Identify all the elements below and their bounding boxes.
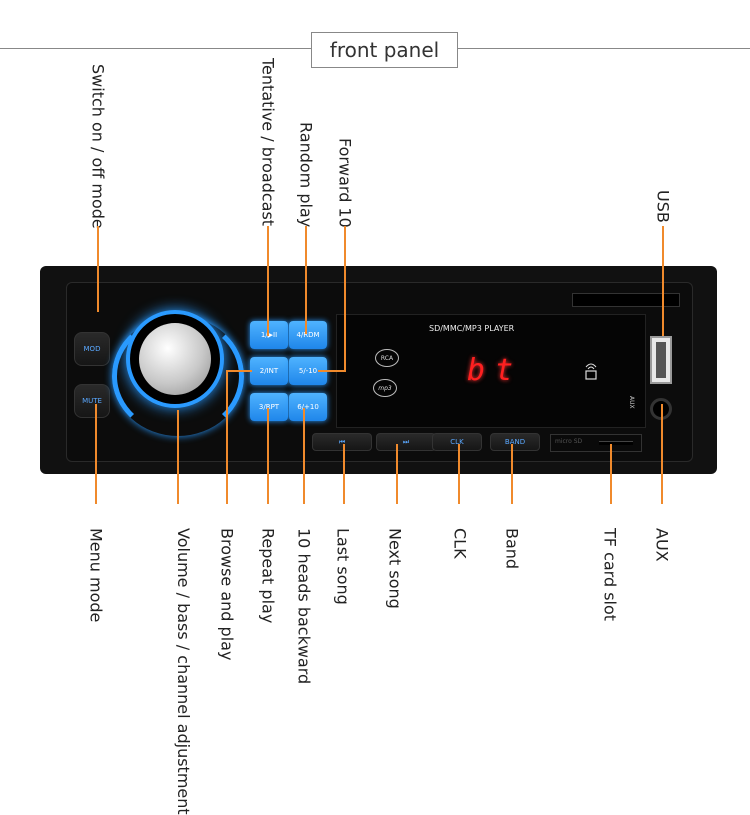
band-text: BAND bbox=[504, 438, 526, 446]
usb-port-inner bbox=[656, 342, 666, 378]
mod-button[interactable]: MOD bbox=[74, 332, 110, 366]
preset-3-button[interactable]: 3/RPT bbox=[250, 393, 288, 421]
aux-text: AUX bbox=[628, 396, 635, 409]
leader-backward bbox=[303, 408, 305, 504]
label-tentative-broadcast: Tentative / broadcast bbox=[258, 58, 278, 227]
leader-clk bbox=[458, 444, 460, 504]
label-last-song: Last song bbox=[333, 528, 353, 605]
label-volume-text: Volume / bass / channel adjustment bbox=[174, 528, 193, 815]
next-track-button[interactable]: ⏭ bbox=[376, 433, 436, 451]
leader-tf-slot bbox=[610, 444, 612, 504]
radio-front-panel: MOD MUTE 1/▶II 4/RDM 2/INT 5/-10 3/RPT 6… bbox=[40, 266, 717, 474]
preset-6-button[interactable]: 6/+10 bbox=[289, 393, 327, 421]
label-tf-card-slot: TF card slot bbox=[600, 528, 620, 622]
label-clk: CLK bbox=[450, 528, 470, 559]
volume-knob-glow bbox=[112, 316, 244, 436]
rca-text: RCA bbox=[380, 354, 394, 362]
mute-label: MUTE bbox=[82, 397, 102, 405]
preset-1-button[interactable]: 1/▶II bbox=[250, 321, 288, 349]
title-line-left bbox=[0, 48, 311, 49]
label-aux: AUX bbox=[652, 528, 672, 562]
leader-menu-mode bbox=[95, 404, 97, 504]
leader-aux bbox=[661, 404, 663, 504]
label-random-play: Random play bbox=[296, 122, 316, 228]
cd-slot bbox=[572, 293, 680, 307]
leader-volume bbox=[177, 410, 179, 504]
prev-track-button[interactable]: ⏮ bbox=[312, 433, 372, 451]
display-title: SD/MMC/MP3 PLAYER bbox=[429, 324, 515, 333]
leader-repeat bbox=[267, 408, 269, 504]
leader-tentative bbox=[267, 226, 269, 336]
clk-text: CLK bbox=[450, 438, 464, 446]
label-menu-mode: Menu mode bbox=[86, 528, 106, 623]
label-forward-10: Forward 10 bbox=[335, 138, 355, 228]
clk-button[interactable]: CLK bbox=[432, 433, 482, 451]
label-10-heads-backward: 10 heads backward bbox=[294, 528, 314, 685]
mp3-text: mp3 bbox=[378, 384, 392, 392]
leader-last-song bbox=[343, 444, 345, 504]
label-repeat-play: Repeat play bbox=[258, 528, 278, 624]
bluetooth-icon bbox=[583, 363, 599, 381]
leader-browse-h bbox=[226, 370, 252, 372]
label-browse-and-play: Browse and play bbox=[217, 528, 237, 661]
rca-logo: RCA bbox=[375, 349, 399, 367]
mute-button[interactable]: MUTE bbox=[74, 384, 110, 418]
microsd-text: micro SD bbox=[555, 438, 583, 445]
prev-icon: ⏮ bbox=[338, 437, 346, 446]
label-next-song: Next song bbox=[385, 528, 405, 609]
label-usb: USB bbox=[653, 190, 673, 223]
mp3-logo: mp3 bbox=[373, 379, 397, 397]
preset-4-button[interactable]: 4/RDM bbox=[289, 321, 327, 349]
leader-random bbox=[305, 226, 307, 334]
leader-forward bbox=[344, 226, 346, 372]
usb-port[interactable] bbox=[650, 336, 672, 384]
title-line-right bbox=[458, 48, 750, 49]
mod-label: MOD bbox=[83, 345, 101, 353]
volume-knob-cap bbox=[139, 323, 211, 395]
band-button[interactable]: BAND bbox=[490, 433, 540, 451]
microsd-opening bbox=[599, 441, 633, 445]
lcd-display: SD/MMC/MP3 PLAYER RCA mp3 bt bbox=[336, 314, 646, 428]
preset-2-button[interactable]: 2/INT bbox=[250, 357, 288, 385]
front-panel-title: front panel bbox=[311, 32, 458, 68]
label-band: Band bbox=[502, 528, 522, 570]
leader-usb bbox=[662, 226, 664, 336]
label-volume-adjustment: Volume / bass / channel adjustment bbox=[152, 528, 193, 815]
label-switch-mode: Switch on / off mode bbox=[88, 64, 108, 229]
next-icon: ⏭ bbox=[402, 437, 410, 446]
leader-forward-h bbox=[318, 370, 346, 372]
leader-band bbox=[511, 444, 513, 504]
leader-switch-mode bbox=[97, 226, 99, 312]
display-digits: bt bbox=[467, 353, 524, 388]
leader-next-song bbox=[396, 444, 398, 504]
leader-browse bbox=[226, 370, 228, 504]
volume-knob[interactable] bbox=[126, 310, 224, 408]
microsd-slot[interactable]: micro SD bbox=[550, 434, 642, 452]
